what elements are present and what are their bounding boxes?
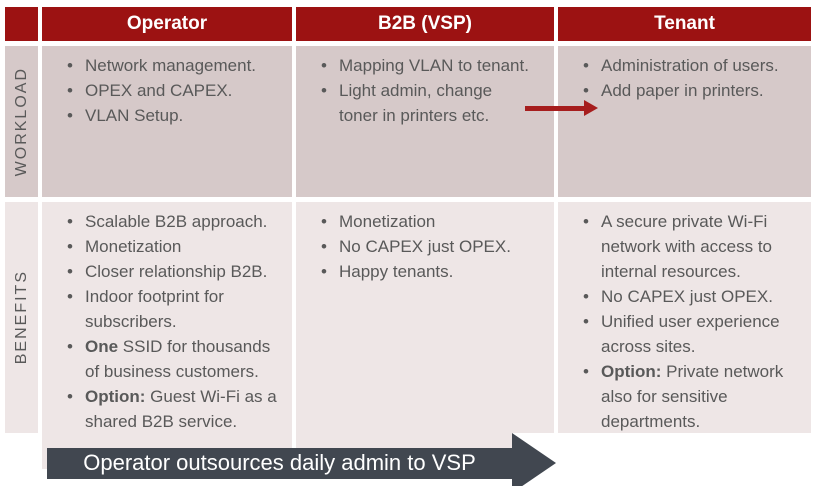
bullet-item: A secure private Wi-Fi network with acce… xyxy=(581,209,805,284)
bullet-list: Scalable B2B approach.MonetizationCloser… xyxy=(42,202,292,433)
b2b-to-tenant-arrow-icon xyxy=(525,100,598,116)
comparison-table: Operator B2B (VSP) Tenant WORKLOAD Netwo… xyxy=(5,7,811,433)
bullet-item: Option: Private network also for sensiti… xyxy=(581,359,805,433)
column-header-b2b-vsp: B2B (VSP) xyxy=(296,7,554,41)
table-corner-block xyxy=(5,7,38,41)
bullet-list: Network management.OPEX and CAPEX.VLAN S… xyxy=(42,46,292,128)
benefits-operator-cell: Scalable B2B approach.MonetizationCloser… xyxy=(42,202,292,433)
bullet-item: Administration of users. xyxy=(581,53,805,78)
bullet-list: MonetizationNo CAPEX just OPEX.Happy ten… xyxy=(296,202,554,284)
workload-tenant-cell: Administration of users.Add paper in pri… xyxy=(558,46,811,197)
bullet-item: VLAN Setup. xyxy=(65,103,286,128)
bullet-item: Mapping VLAN to tenant. xyxy=(319,53,548,78)
outsource-arrow: Operator outsources daily admin to VSP xyxy=(47,433,556,486)
column-header-operator: Operator xyxy=(42,7,292,41)
bullet-item: No CAPEX just OPEX. xyxy=(581,284,805,309)
workload-operator-cell: Network management.OPEX and CAPEX.VLAN S… xyxy=(42,46,292,197)
bullet-item: Scalable B2B approach. xyxy=(65,209,286,234)
bullet-item: No CAPEX just OPEX. xyxy=(319,234,548,259)
bullet-item: Monetization xyxy=(319,209,548,234)
row-label-benefits-text: BENEFITS xyxy=(12,270,30,365)
arrow-head-icon xyxy=(584,100,598,116)
bullet-list: A secure private Wi-Fi network with acce… xyxy=(558,202,811,433)
benefits-b2b-cell: MonetizationNo CAPEX just OPEX.Happy ten… xyxy=(296,202,554,433)
bullet-item: Monetization xyxy=(65,234,286,259)
benefits-tenant-cell: A secure private Wi-Fi network with acce… xyxy=(558,202,811,433)
bullet-item: Add paper in printers. xyxy=(581,78,805,103)
bullet-item: Closer relationship B2B. xyxy=(65,259,286,284)
workload-b2b-cell: Mapping VLAN to tenant.Light admin, chan… xyxy=(296,46,554,197)
row-label-workload-text: WORKLOAD xyxy=(12,66,30,177)
bullet-item: Option: Guest Wi-Fi as a shared B2B serv… xyxy=(65,384,286,433)
row-label-benefits: BENEFITS xyxy=(5,202,38,433)
arrow-shaft xyxy=(525,105,584,111)
bullet-item: Unified user experience across sites. xyxy=(581,309,805,359)
outsource-arrow-head-icon xyxy=(512,433,556,486)
column-header-tenant: Tenant xyxy=(558,7,811,41)
bullet-item: One SSID for thousands of business custo… xyxy=(65,334,286,384)
bullet-item: Network management. xyxy=(65,53,286,78)
bullet-item: OPEX and CAPEX. xyxy=(65,78,286,103)
row-label-workload: WORKLOAD xyxy=(5,46,38,197)
bullet-item: Indoor footprint for subscribers. xyxy=(65,284,286,334)
bullet-item: Happy tenants. xyxy=(319,259,548,284)
bullet-list: Administration of users.Add paper in pri… xyxy=(558,46,811,103)
bullet-item: Light admin, change toner in printers et… xyxy=(319,78,548,128)
bullet-list: Mapping VLAN to tenant.Light admin, chan… xyxy=(296,46,554,128)
outsource-arrow-label: Operator outsources daily admin to VSP xyxy=(47,447,512,479)
